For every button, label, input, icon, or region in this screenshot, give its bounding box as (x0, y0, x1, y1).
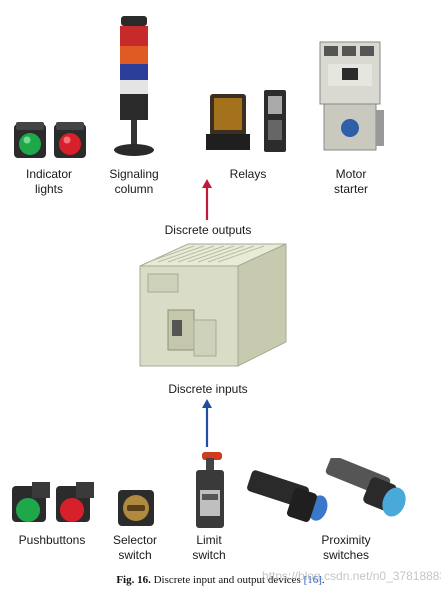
pushbuttons-image (12, 482, 94, 522)
limit-switch-image (196, 452, 224, 528)
signaling-column-label: Signaling column (109, 167, 159, 196)
proximity-switches-image (247, 458, 406, 522)
caption-reference-link[interactable]: [16] (303, 574, 322, 586)
figure-caption: Fig. 16. Discrete input and output devic… (0, 574, 441, 586)
signaling-column-image (114, 16, 154, 156)
pushbuttons-label: Pushbuttons (18, 533, 86, 547)
selector-switch-label: Selector switch (112, 533, 158, 562)
green-pushbutton-icon (12, 482, 50, 522)
limit-switch-label: Limit switch (192, 533, 226, 562)
relays-label: Relays (229, 167, 267, 181)
proximity-sensor-right-icon (325, 458, 406, 517)
caption-text: Discrete input and output devices (150, 574, 304, 586)
motor-starter-label: Motor starter (333, 167, 368, 196)
output-arrow-icon (202, 179, 212, 220)
red-pushbutton-icon (56, 482, 94, 522)
caption-figure-number: Fig. 16. (116, 574, 151, 586)
green-indicator-light-icon (14, 122, 46, 158)
input-arrow-icon (202, 399, 212, 447)
indicator-lights-image (14, 122, 86, 158)
motor-starter-image (319, 41, 384, 151)
proximity-switches-label: Proximity switches (321, 533, 371, 562)
relay-slim-icon (264, 90, 286, 152)
plc-controller-image (139, 243, 287, 367)
discrete-outputs-label: Discrete outputs (164, 223, 252, 237)
caption-end: . (321, 574, 325, 586)
proximity-sensor-left-icon (247, 470, 328, 522)
red-indicator-light-icon (54, 122, 86, 158)
relays-image (206, 90, 286, 152)
relay-cube-icon (206, 94, 250, 150)
selector-switch-image (118, 490, 154, 526)
discrete-inputs-label: Discrete inputs (168, 382, 248, 396)
indicator-lights-label: Indicator lights (25, 167, 73, 196)
watermark: https://blog.csdn.net/n0_37818883 (262, 569, 441, 583)
